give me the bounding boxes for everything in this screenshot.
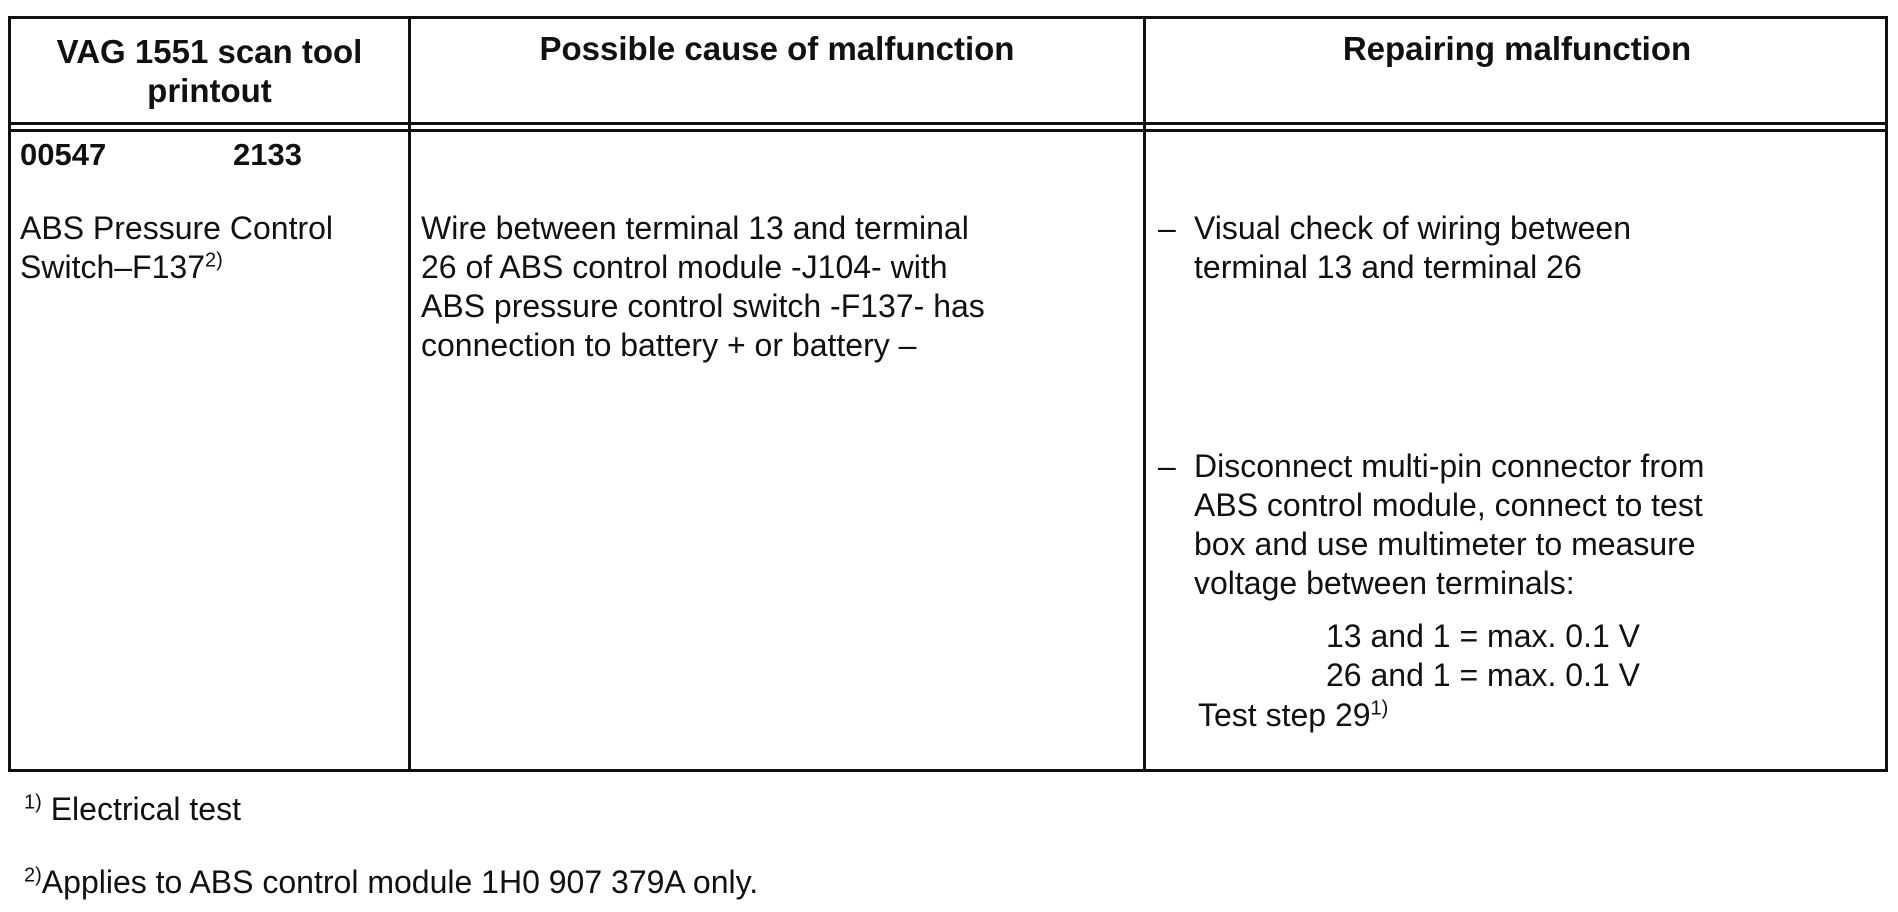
repair-step1-line: Visual check of wiring between [1194, 210, 1631, 246]
repair-step2-line: ABS control module, connect to test [1194, 487, 1703, 523]
cause-line: 26 of ABS control module -J104- with [421, 249, 948, 285]
footnote-mark: 2) [24, 864, 42, 887]
fault-subcode: 2133 [233, 137, 302, 172]
test-step: Test step 291) [1198, 696, 1388, 735]
header-scan-tool-printout: VAG 1551 scan tool printout [11, 19, 408, 122]
column-divider [408, 19, 411, 769]
malfunction-table: VAG 1551 scan tool printout Possible cau… [8, 16, 1888, 772]
repair-step2-line: box and use multimeter to measure [1194, 526, 1696, 562]
header-rule [11, 129, 1885, 132]
footnote-mark: 1) [24, 791, 42, 814]
test-step-label: Test step 29 [1198, 697, 1371, 733]
repair-step1-line: terminal 13 and terminal 26 [1194, 249, 1582, 285]
column-divider [1143, 19, 1146, 769]
footnote-2: 2)Applies to ABS control module 1H0 907 … [24, 863, 758, 902]
footnote-text: Applies to ABS control module 1H0 907 37… [41, 864, 759, 900]
fault-code: 00547 [20, 137, 107, 172]
component-footnote-ref: 2) [204, 249, 223, 272]
header-col1-line1: VAG 1551 scan tool [56, 32, 363, 70]
header-col3-label: Repairing malfunction [1342, 30, 1692, 67]
footnote-text: Electrical test [50, 791, 241, 827]
voltage-spec: 13 and 1 = max. 0.1 V [1326, 618, 1640, 654]
component-line2: Switch–F1372) [20, 248, 223, 287]
repair-step2-dash: – [1158, 448, 1176, 484]
repair-step1-dash: – [1158, 210, 1176, 246]
repair-step2-line: Disconnect multi-pin connector from [1194, 448, 1705, 484]
cause-line: connection to battery + or battery – [421, 327, 917, 363]
header-possible-cause: Possible cause of malfunction [411, 19, 1143, 122]
cause-line: ABS pressure control switch -F137- has [421, 288, 985, 324]
component-name: Switch–F137 [20, 249, 205, 285]
header-rule [11, 122, 1885, 125]
repair-step2-line: voltage between terminals: [1194, 565, 1575, 601]
cause-line: Wire between terminal 13 and terminal [421, 210, 969, 246]
header-col2-label: Possible cause of malfunction [539, 30, 1015, 67]
header-col1-line2: printout [147, 71, 272, 109]
test-step-footnote-ref: 1) [1370, 697, 1389, 720]
voltage-spec: 26 and 1 = max. 0.1 V [1326, 657, 1640, 693]
header-repairing-malfunction: Repairing malfunction [1146, 19, 1888, 122]
footnote-1: 1) Electrical test [24, 790, 241, 829]
component-line1: ABS Pressure Control [20, 210, 334, 246]
